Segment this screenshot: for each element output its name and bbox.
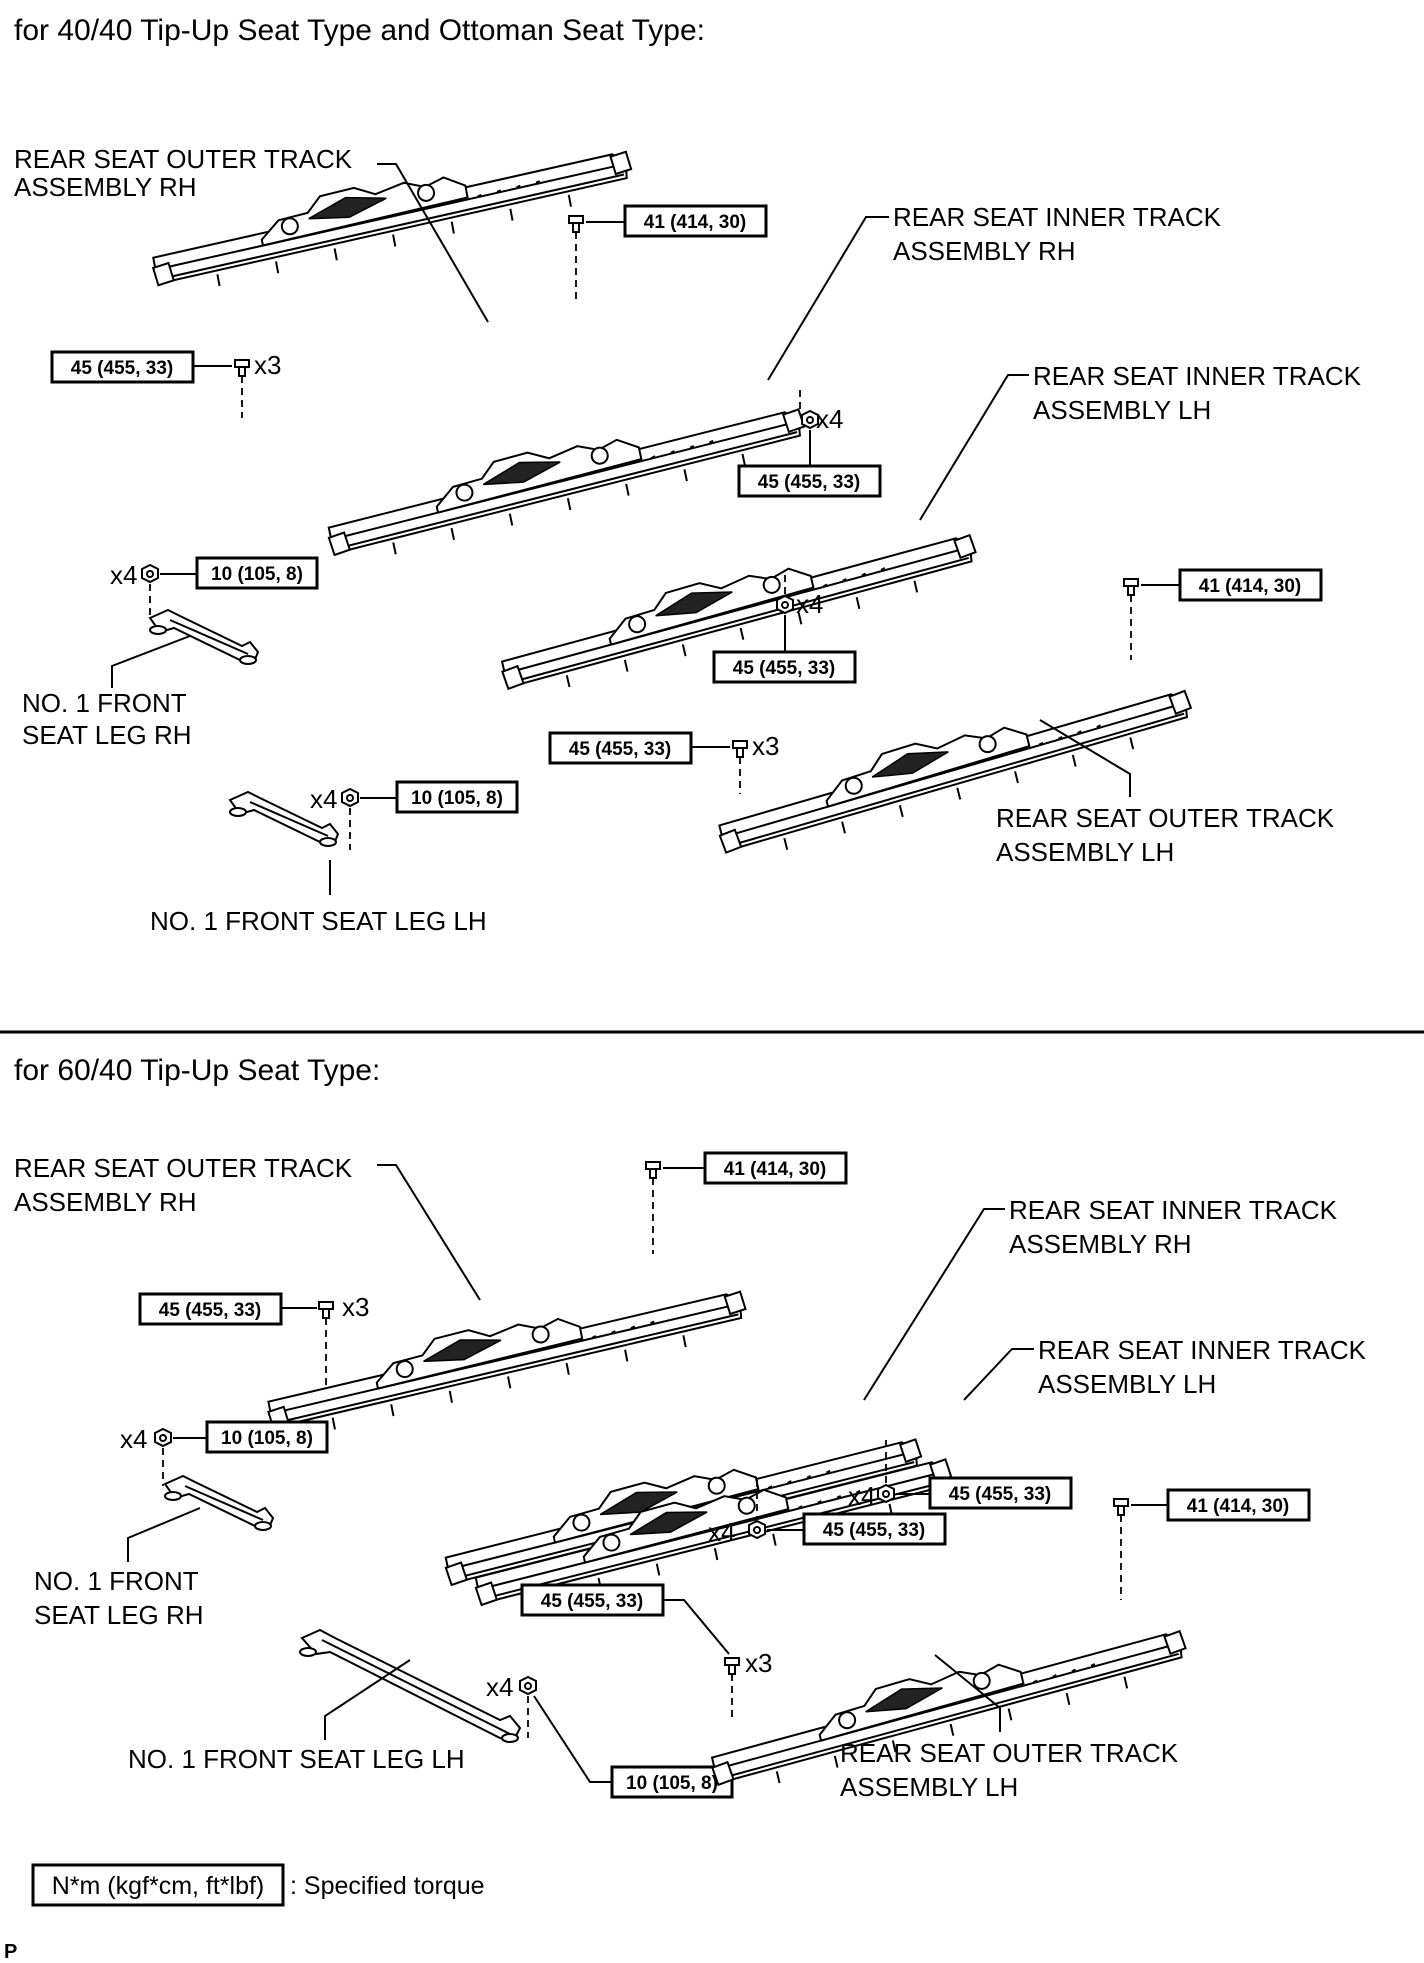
nut-icon: [341, 788, 359, 807]
torque-box: [1166, 1488, 1311, 1522]
page-mark: P: [4, 1941, 17, 1963]
outer-track-lh: [701, 1616, 1196, 1798]
label-line: ASSEMBLY RH: [14, 172, 197, 202]
torque-box: [703, 1151, 848, 1185]
torque-box: [520, 1583, 665, 1617]
label-outer-track-rh-2: ASSEMBLY RH: [14, 1187, 197, 1217]
label-inner-track-rh: REAR SEAT INNER TRACK: [893, 202, 1222, 232]
bolt-icon: [568, 215, 584, 233]
quantity: x3: [342, 1292, 369, 1322]
torque-box: [1178, 568, 1323, 602]
label-outer-track-lh: REAR SEAT OUTER TRACK: [840, 1738, 1179, 1768]
torque-value: 45 (455, 33): [949, 1484, 1051, 1505]
section-header: for 60/40 Tip-Up Seat Type:: [14, 1054, 380, 1087]
torque-value: 45 (455, 33): [541, 1591, 643, 1612]
bolt-icon: [724, 1657, 740, 1675]
quantity: x4: [486, 1672, 513, 1702]
bolt-icon: [645, 1161, 661, 1179]
torque-value: 45 (455, 33): [758, 472, 860, 493]
label-leg-lh: NO. 1 FRONT SEAT LEG LH: [128, 1744, 465, 1774]
nut-icon: [776, 595, 794, 614]
label-outer-track-lh: REAR SEAT OUTER TRACK: [996, 803, 1335, 833]
quantity: x4: [816, 404, 843, 434]
torque-box: [395, 780, 519, 814]
seat-leg-lh: [299, 1628, 522, 1743]
outer-track-rh: [259, 1276, 755, 1443]
label-outer-track-lh-2: ASSEMBLY LH: [996, 837, 1174, 867]
quantity: x4: [120, 1424, 147, 1454]
section-header: for 40/40 Tip-Up Seat Type and Ottoman S…: [14, 14, 705, 47]
torque-box: [802, 1512, 947, 1546]
torque-value: 10 (105, 8): [211, 564, 303, 585]
quantity: x3: [254, 350, 281, 380]
nut-icon: [154, 1428, 172, 1447]
label-leg-rh-2: SEAT LEG RH: [34, 1600, 204, 1630]
torque-box: [610, 1765, 734, 1799]
torque-value: 41 (414, 30): [1199, 576, 1301, 597]
legend-box: [31, 1863, 285, 1907]
torque-value: 41 (414, 30): [644, 212, 746, 233]
torque-value: 10 (105, 8): [411, 788, 503, 809]
label-leg-rh: NO. 1 FRONT: [22, 688, 187, 718]
label-leg-rh: NO. 1 FRONT: [34, 1566, 199, 1596]
nut-icon: [748, 1520, 766, 1539]
label-line: ASSEMBLY RH: [893, 236, 1076, 266]
bolt-icon: [234, 359, 250, 377]
label-leg-rh-2: SEAT LEG RH: [22, 720, 192, 750]
torque-value: 45 (455, 33): [159, 1300, 261, 1321]
nut-icon: [519, 1676, 537, 1695]
torque-value: 45 (455, 33): [71, 358, 173, 379]
bolt-icon: [1123, 578, 1139, 596]
bolt-icon: [732, 740, 748, 758]
bolt-icon: [318, 1301, 334, 1319]
label-inner-track-rh-2: ASSEMBLY RH: [1009, 1229, 1192, 1259]
torque-box: [623, 204, 768, 238]
seat-leg-rh: [164, 1475, 274, 1531]
quantity: x4: [310, 784, 337, 814]
nut-icon: [877, 1484, 895, 1503]
quantity: x4: [110, 560, 137, 590]
label-outer-track-rh: REAR SEAT OUTER TRACK: [14, 144, 353, 174]
torque-box: [205, 1420, 329, 1454]
label-inner-track-lh: REAR SEAT INNER TRACK: [1033, 361, 1362, 391]
torque-value: 45 (455, 33): [733, 658, 835, 679]
seat-leg-rh: [149, 609, 259, 665]
torque-box: [50, 350, 195, 384]
label-inner-track-lh-2: ASSEMBLY LH: [1033, 395, 1211, 425]
label-inner-track-rh: REAR SEAT INNER TRACK: [1009, 1195, 1338, 1225]
legend-text: : Specified torque: [290, 1872, 485, 1900]
torque-box: [548, 731, 693, 765]
label-inner-track-lh: REAR SEAT INNER TRACK: [1038, 1335, 1367, 1365]
bolt-icon: [1113, 1498, 1129, 1516]
nut-icon: [141, 564, 159, 583]
torque-value: 41 (414, 30): [1187, 1496, 1289, 1517]
quantity: x3: [745, 1648, 772, 1678]
torque-box: [712, 650, 857, 684]
legend-unit: N*m (kgf*cm, ft*lbf): [52, 1872, 265, 1900]
label-leg-lh: NO. 1 FRONT SEAT LEG LH: [150, 906, 487, 936]
label-line: REAR SEAT INNER TRACK: [1033, 361, 1362, 391]
quantity: x4: [708, 1517, 735, 1547]
label-outer-track-rh-2: ASSEMBLY RH: [14, 172, 197, 202]
label-line: REAR SEAT INNER TRACK: [893, 202, 1222, 232]
torque-value: 10 (105, 8): [626, 1773, 718, 1794]
quantity: x3: [752, 731, 779, 761]
torque-box: [928, 1476, 1073, 1510]
label-inner-track-rh-2: ASSEMBLY RH: [893, 236, 1076, 266]
torque-value: 45 (455, 33): [823, 1520, 925, 1541]
label-inner-track-lh-2: ASSEMBLY LH: [1038, 1369, 1216, 1399]
quantity: x4: [848, 1481, 875, 1511]
label-line: REAR SEAT OUTER TRACK: [14, 144, 353, 174]
label-outer-track-lh-2: ASSEMBLY LH: [840, 1772, 1018, 1802]
torque-box: [737, 464, 882, 498]
torque-value: 10 (105, 8): [221, 1428, 313, 1449]
torque-value: 41 (414, 30): [724, 1159, 826, 1180]
torque-box: [195, 556, 319, 590]
torque-value: 45 (455, 33): [569, 739, 671, 760]
label-line: ASSEMBLY LH: [1033, 395, 1211, 425]
quantity: x4: [796, 589, 823, 619]
label-outer-track-rh: REAR SEAT OUTER TRACK: [14, 1153, 353, 1183]
